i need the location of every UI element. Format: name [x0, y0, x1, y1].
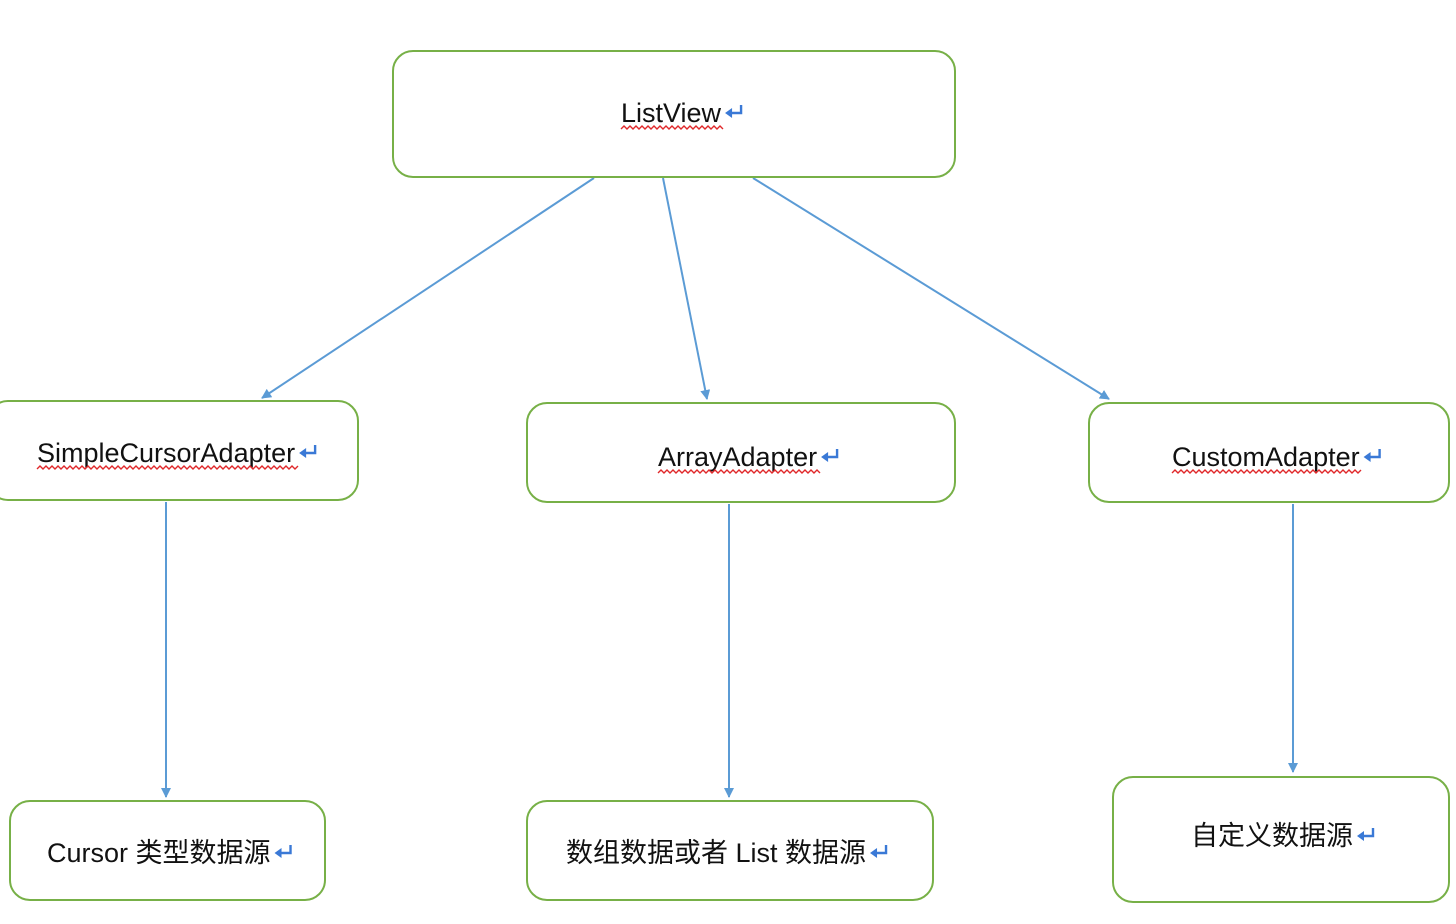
- node-box: [1112, 776, 1450, 903]
- paragraph-mark-icon: [870, 845, 888, 858]
- node-box: [526, 402, 956, 503]
- node-customadapter: CustomAdapter: [1088, 402, 1450, 503]
- paragraph-mark-icon: [1357, 828, 1375, 841]
- spellcheck-underline: [1171, 469, 1362, 474]
- node-box: [9, 800, 326, 901]
- spellcheck-underline: [620, 125, 724, 130]
- spellcheck-underline: [657, 469, 821, 474]
- node-label: 自定义数据源: [1191, 821, 1353, 851]
- node-box: [392, 50, 956, 178]
- node-label: ListView: [621, 98, 722, 128]
- node-box: [0, 400, 359, 501]
- node-arrayadapter: ArrayAdapter: [526, 402, 956, 503]
- paragraph-mark-icon: [725, 105, 743, 118]
- paragraph-mark-icon: [1363, 449, 1381, 462]
- node-label: ArrayAdapter: [658, 442, 817, 472]
- node-simplecursoradapter: SimpleCursorAdapter: [0, 400, 359, 501]
- spellcheck-underline: [36, 465, 299, 470]
- node-label: 数组数据或者 List 数据源: [566, 838, 866, 868]
- edge-listview-to-customadapter: [752, 177, 1110, 400]
- node-label: Cursor 类型数据源: [47, 838, 271, 868]
- node-cursor-source: Cursor 类型数据源: [9, 800, 326, 901]
- node-custom-source: 自定义数据源: [1112, 776, 1450, 903]
- node-listview: ListView: [392, 50, 956, 178]
- node-array-source: 数组数据或者 List 数据源: [526, 800, 934, 901]
- node-box: [526, 800, 934, 901]
- edge-listview-to-simplecursoradapter: [261, 177, 595, 399]
- edges: [161, 177, 1298, 798]
- paragraph-mark-icon: [274, 845, 292, 858]
- paragraph-mark-icon: [299, 445, 317, 458]
- edge-listview-to-arrayadapter: [662, 177, 711, 400]
- node-label: CustomAdapter: [1172, 442, 1360, 472]
- node-box: [1088, 402, 1450, 503]
- node-label: SimpleCursorAdapter: [37, 438, 295, 468]
- paragraph-mark-icon: [821, 449, 839, 462]
